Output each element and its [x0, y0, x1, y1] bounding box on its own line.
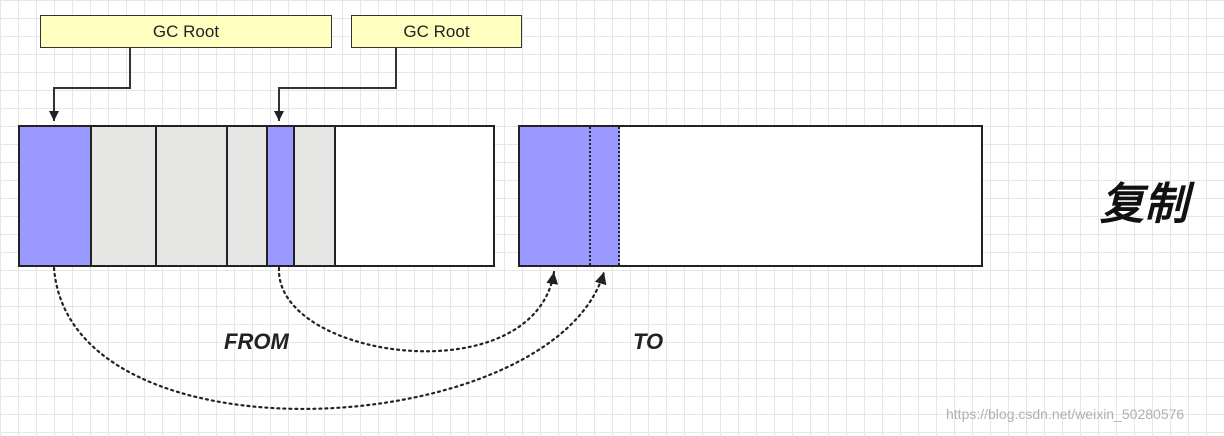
gc-root-box-2: GC Root — [351, 15, 522, 48]
gc-root-label-1: GC Root — [152, 21, 220, 41]
gc-root-reference-arrow-1 — [49, 48, 131, 121]
copy-arrow-small-object — [277, 266, 559, 353]
from-dead-object-2 — [157, 127, 228, 265]
from-dead-object-4 — [295, 127, 336, 265]
gc-root-label-2: GC Root — [403, 21, 470, 41]
from-dead-object-1 — [92, 127, 157, 265]
to-label: TO — [633, 329, 664, 354]
diagram-title: 复制 — [1100, 180, 1188, 229]
gc-root-reference-arrow-2 — [274, 48, 397, 121]
watermark: https://blog.csdn.net/weixin_50280576 — [946, 406, 1185, 422]
from-live-object-1 — [20, 127, 92, 265]
to-space — [518, 125, 983, 267]
from-dead-object-3 — [228, 127, 268, 265]
from-live-object-2 — [268, 127, 295, 265]
to-copied-object-2 — [591, 127, 620, 265]
from-label: FROM — [224, 329, 289, 354]
gc-root-box-1: GC Root — [40, 15, 332, 48]
to-copied-object-1 — [520, 127, 591, 265]
from-space — [18, 125, 495, 267]
copy-arrow-large-object — [52, 266, 607, 410]
